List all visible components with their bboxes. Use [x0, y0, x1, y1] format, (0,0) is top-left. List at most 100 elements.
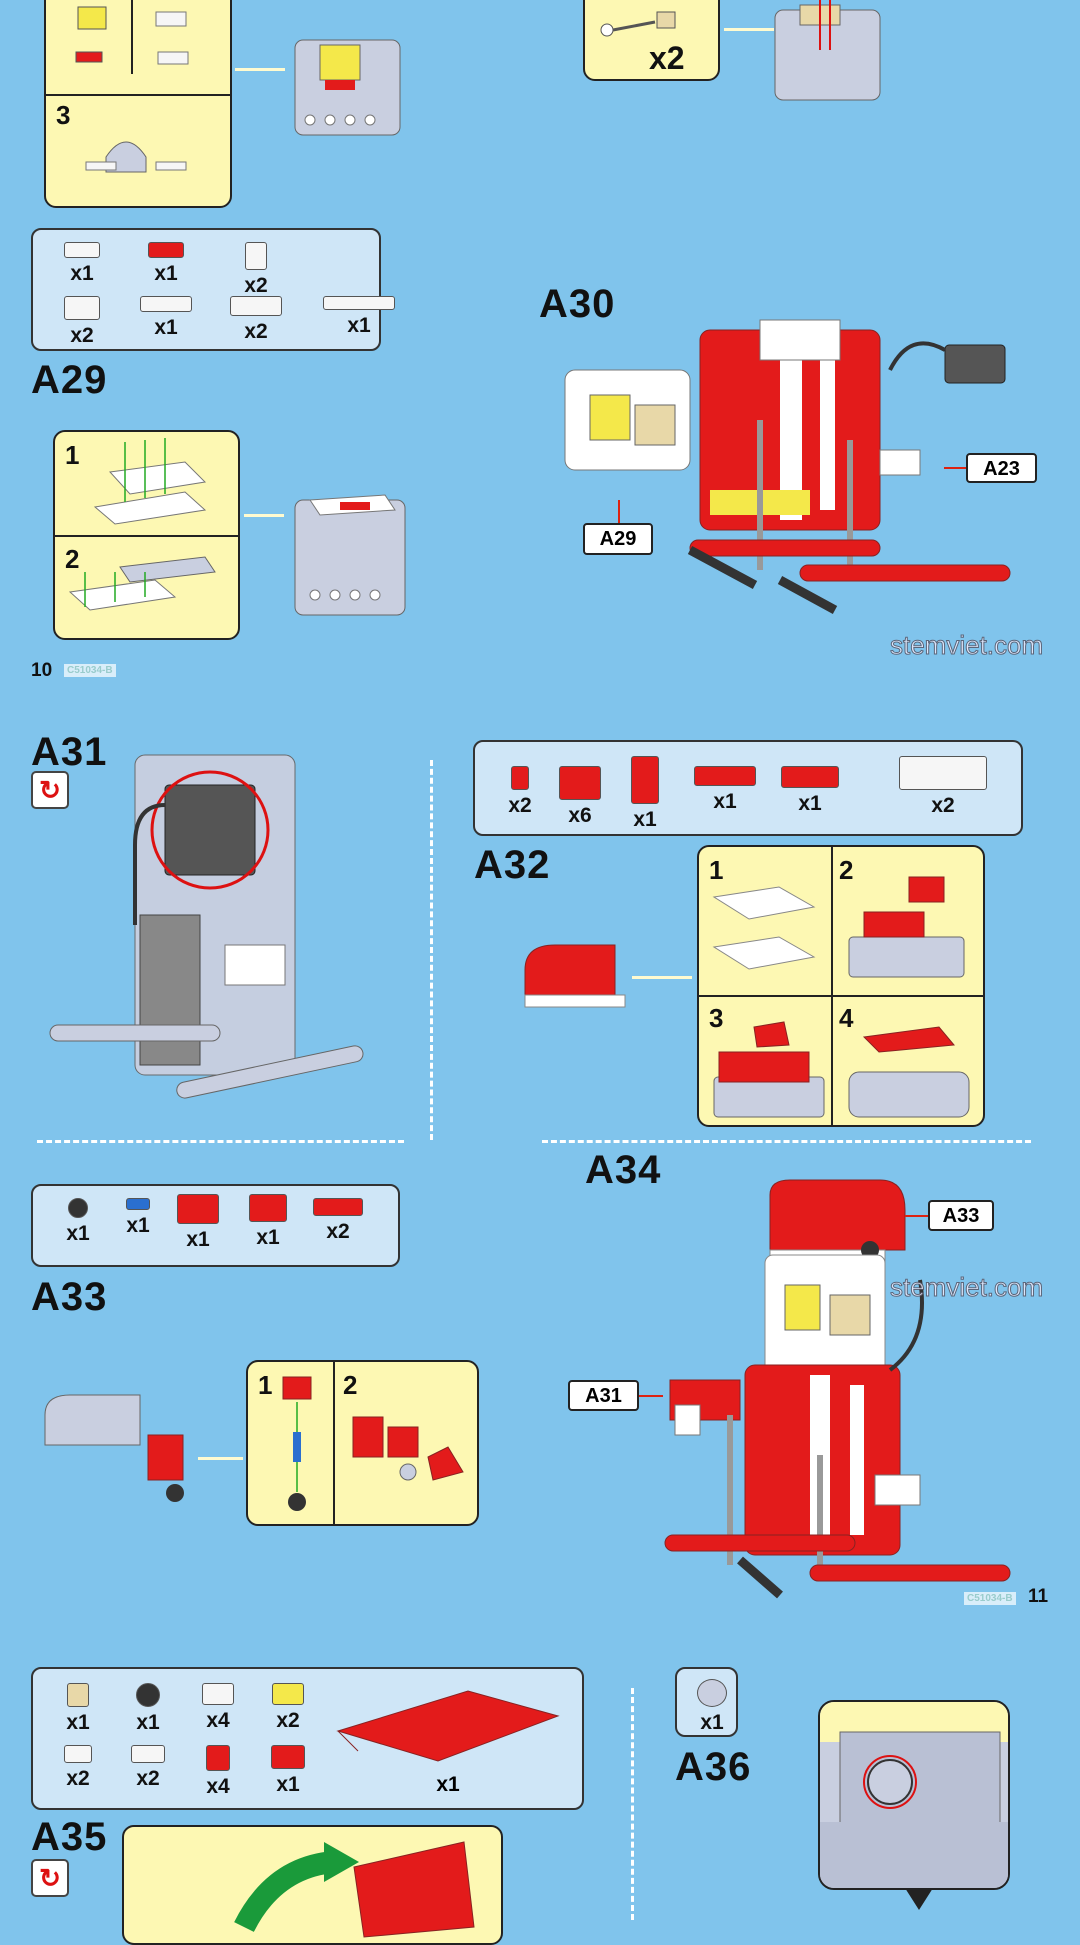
part-count: x1 [186, 1228, 210, 1251]
part-count: x4 [206, 1709, 230, 1732]
lego-brick-icon [230, 296, 282, 316]
lego-brick-icon [136, 1683, 160, 1707]
divider [542, 1140, 1031, 1143]
model-illustration [294, 39, 401, 136]
model-illustration [774, 0, 881, 101]
parts-box-a36: x1 [675, 1667, 738, 1737]
step-number: 4 [839, 1003, 854, 1033]
callout-pointer [905, 1888, 933, 1910]
lego-brick-icon [140, 296, 192, 312]
part-item: x1 [113, 1683, 183, 1735]
part-count: x1 [154, 316, 178, 339]
sub-assembly-illustration [712, 876, 970, 1118]
step-panel-a28-sub: x2 [583, 0, 720, 81]
part-count: x4 [206, 1775, 230, 1798]
product-code: C51034-B [64, 664, 116, 677]
step-number: 2 [65, 544, 80, 574]
part-item: x2 [47, 296, 117, 348]
lego-brick-icon [245, 242, 267, 270]
step-number: 3 [56, 100, 71, 130]
part-count: x1 [633, 808, 657, 831]
part-item: x2 [221, 296, 291, 344]
lego-brick-icon [126, 1198, 150, 1210]
step-number: 2 [343, 1370, 358, 1400]
gear-detail-illustration [820, 1702, 1008, 1888]
lego-brick-icon [68, 1198, 88, 1218]
part-item: x1 [43, 1198, 113, 1246]
callout-arrow [944, 467, 966, 469]
part-item: x1 [163, 1194, 233, 1252]
lego-brick-icon [148, 242, 184, 258]
panel-divider [46, 94, 230, 96]
step-panel-a32: 1 2 3 4 [697, 845, 985, 1127]
part-count: x2 [508, 794, 532, 817]
part-item: x4 [183, 1745, 253, 1799]
divider [631, 1688, 634, 1920]
drawstring-bag-icon [336, 1690, 560, 1762]
arrow [198, 1457, 243, 1460]
sub-assembly-illustration [75, 6, 189, 173]
rotate-icon: ↻ [31, 771, 69, 809]
part-item: x1 [775, 766, 845, 816]
sub-assembly-illustration [68, 438, 216, 611]
step-panel-a29: 1 2 [53, 430, 240, 640]
arrow [235, 68, 285, 71]
lego-brick-icon [323, 296, 395, 310]
axle-illustration [600, 11, 676, 37]
part-item: x1 [610, 756, 680, 832]
callout-arrow [639, 1395, 663, 1397]
lego-brick-icon [206, 1745, 230, 1771]
step-panel-a35 [122, 1825, 503, 1945]
page-number: 10 [31, 660, 53, 681]
part-count: x2 [276, 1709, 300, 1732]
detail-callout-a36 [818, 1700, 1010, 1890]
callout-a29: A29 [583, 523, 653, 555]
step-number: 2 [839, 855, 854, 885]
lego-brick-icon [131, 1745, 165, 1763]
bag-part: x1 [323, 1681, 573, 1801]
part-count: x1 [66, 1711, 90, 1734]
model-illustration [44, 1394, 184, 1502]
part-count: x2 [931, 794, 955, 817]
part-count: x1 [154, 262, 178, 285]
step-number: 1 [65, 440, 80, 470]
step-label-a33: A33 [31, 1275, 108, 1319]
callout-arrow [905, 1215, 928, 1217]
part-item: x1 [43, 1683, 113, 1735]
step-label-a31: A31 [31, 730, 108, 774]
part-count: x1 [66, 1222, 90, 1245]
part-item: x1 [233, 1194, 303, 1250]
divider [430, 760, 433, 1140]
part-count: x2 [136, 1767, 160, 1790]
robot-model-a30-illustration [564, 319, 1011, 614]
callout-a33: A33 [928, 1200, 994, 1231]
part-count: x1 [700, 1711, 724, 1734]
step-label-a29: A29 [31, 358, 108, 402]
part-count: x2 [66, 1767, 90, 1790]
count-label: x2 [649, 40, 685, 76]
lego-brick-icon [67, 1683, 89, 1707]
step-number: 1 [258, 1370, 273, 1400]
lego-brick-icon [511, 766, 529, 790]
lego-brick-icon [272, 1683, 304, 1705]
robot-model-a34-illustration [664, 1179, 1011, 1599]
step-panel-a28: 3 [44, 0, 232, 208]
step-label-a35: A35 [31, 1815, 108, 1859]
part-count: x1 [798, 792, 822, 815]
part-count: x2 [70, 324, 94, 347]
step-number: 3 [709, 1003, 724, 1033]
part-count: x1 [436, 1773, 460, 1796]
part-count: x6 [568, 804, 592, 827]
part-count: x1 [126, 1214, 150, 1237]
part-item: x2 [485, 766, 555, 818]
part-count: x1 [256, 1226, 280, 1249]
lego-brick-icon [697, 1679, 727, 1707]
part-item: x1 [103, 1198, 173, 1238]
callout-a31: A31 [568, 1380, 639, 1411]
part-item: x1 [47, 242, 117, 286]
watermark: stemviet.com [889, 630, 1044, 661]
page-number: 11 [1028, 1586, 1049, 1607]
